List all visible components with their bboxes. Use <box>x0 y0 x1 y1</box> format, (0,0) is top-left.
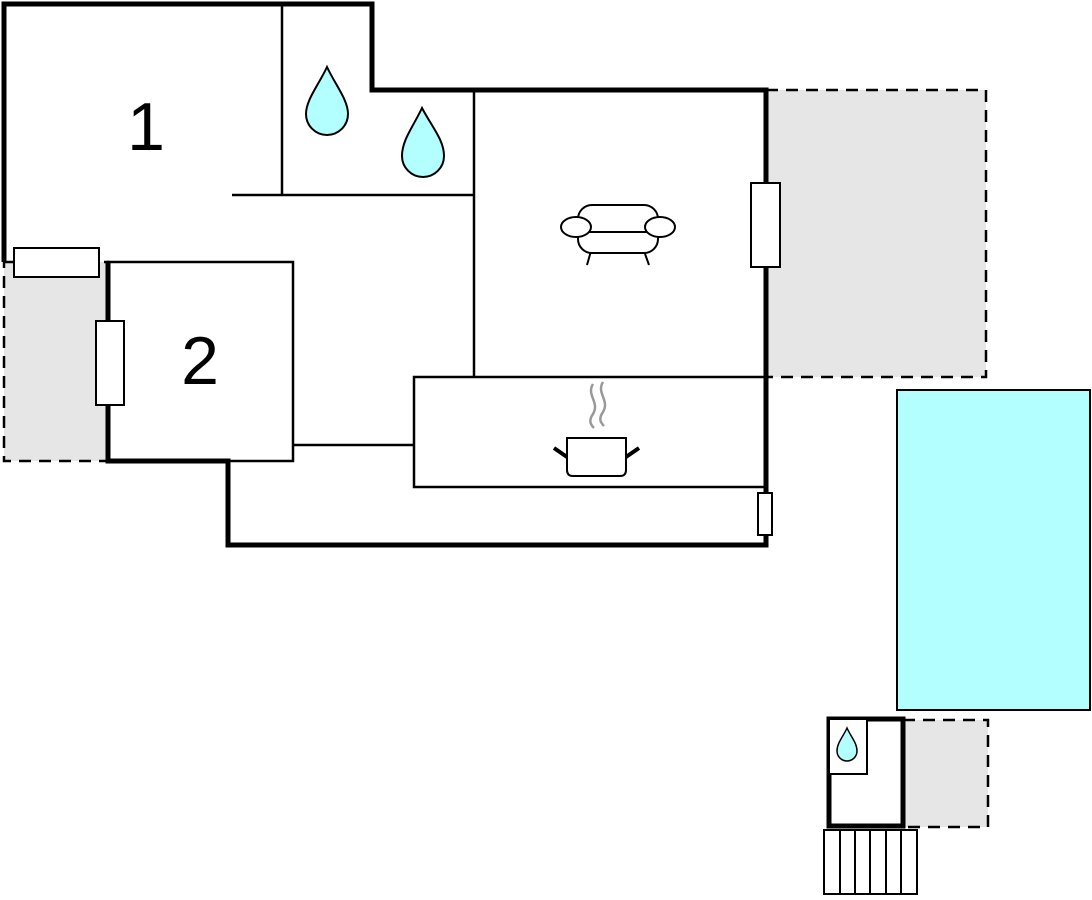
steps <box>823 829 918 895</box>
window-bottom-right <box>757 492 773 536</box>
sofa-icon <box>560 204 676 266</box>
window-left-top <box>13 247 100 278</box>
shower-tray <box>828 718 868 775</box>
window-living <box>750 182 781 268</box>
room-2-walls <box>106 260 295 463</box>
terrace-small <box>901 718 990 829</box>
outer-wall-overlay <box>105 90 769 548</box>
swimming-pool <box>896 389 1091 711</box>
window-room-2 <box>95 320 125 406</box>
room-1-label: 1 <box>127 89 165 165</box>
cooking-pot-icon <box>552 381 641 477</box>
water-drop-icon <box>400 105 446 178</box>
water-drop-icon <box>836 726 858 762</box>
terrace-left <box>2 260 110 463</box>
water-drop-icon <box>304 64 350 136</box>
terrace-right <box>764 88 988 379</box>
room-2-label: 2 <box>181 323 219 399</box>
